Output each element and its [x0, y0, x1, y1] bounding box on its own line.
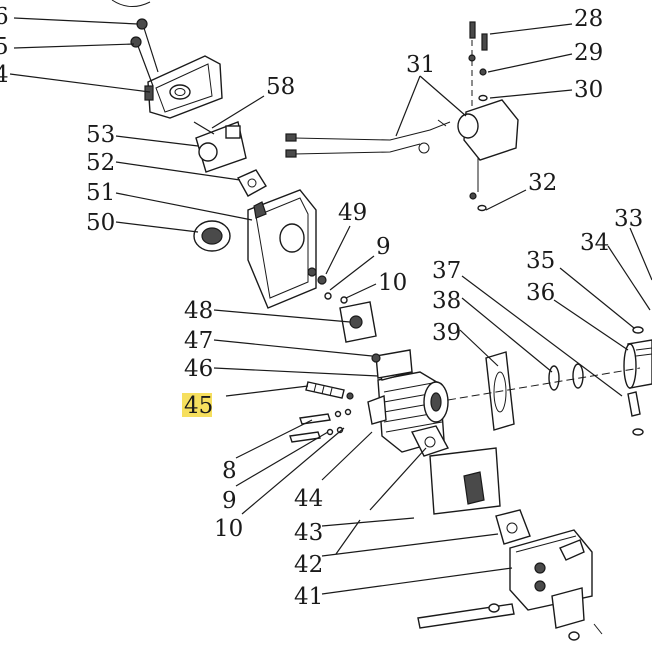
label-44: 44: [294, 486, 323, 512]
label-36: 36: [526, 280, 555, 306]
label-28: 28: [574, 6, 603, 32]
spark-plug-45: [305, 381, 354, 400]
label-37: 37: [432, 258, 461, 284]
top-edge-part: [111, 0, 151, 7]
label-35: 35: [526, 248, 555, 274]
label-5: 5: [0, 34, 9, 60]
small-parts-49-9-10: [307, 267, 348, 304]
label-10-top: 10: [378, 270, 407, 296]
label-33: 33: [614, 206, 643, 232]
label-50: 50: [86, 210, 115, 236]
carburetor: [193, 121, 247, 173]
screws-8: [289, 408, 352, 443]
air-filter-cover: [144, 55, 223, 119]
piston-36: [623, 339, 652, 389]
label-43: 43: [294, 520, 323, 546]
label-46: 46: [184, 356, 213, 382]
label-6: 6: [0, 4, 9, 30]
label-52: 52: [86, 150, 115, 176]
assembly-axis: [447, 367, 641, 401]
piston-pin-and-clips: [627, 326, 644, 436]
label-39: 39: [432, 320, 461, 346]
label-53: 53: [86, 122, 115, 148]
label-58: 58: [266, 74, 295, 100]
label-8: 8: [222, 458, 237, 484]
gasket-52: [237, 169, 267, 197]
gasket-42: [495, 509, 531, 545]
plate-46-47: [371, 349, 413, 379]
label-9-top: 9: [376, 234, 391, 260]
heat-shield: [429, 447, 501, 515]
component-48: [339, 301, 377, 343]
air-box-51: [247, 189, 317, 309]
label-45: 45: [184, 393, 213, 419]
callout-labels: 6 5 4 58 53 52 51 50 28 29 30 31 32 49 9…: [0, 4, 643, 610]
label-38: 38: [432, 288, 461, 314]
label-29: 29: [574, 40, 603, 66]
label-51: 51: [86, 180, 115, 206]
filter-element-50: [193, 220, 231, 252]
label-4: 4: [0, 62, 9, 88]
label-32: 32: [528, 170, 557, 196]
label-42: 42: [294, 552, 323, 578]
muffler-41: [509, 529, 593, 611]
label-9-bottom: 9: [222, 488, 237, 514]
coil-screws-28-30: [468, 21, 488, 212]
piston-rings-37-38: [548, 363, 584, 391]
label-48: 48: [184, 298, 213, 324]
gasket-43: [410, 425, 450, 457]
label-10-bottom: 10: [214, 516, 243, 542]
highlight-45: [182, 393, 212, 417]
label-31: 31: [406, 52, 435, 78]
ignition-coil-31: [457, 99, 519, 192]
wire-harness: [285, 119, 451, 158]
leader-lines: [9, 17, 652, 595]
label-30: 30: [574, 77, 603, 103]
label-47: 47: [184, 328, 213, 354]
label-34: 34: [580, 230, 609, 256]
label-49: 49: [338, 200, 367, 226]
label-41: 41: [294, 584, 323, 610]
bottom-bracket: [417, 587, 603, 641]
